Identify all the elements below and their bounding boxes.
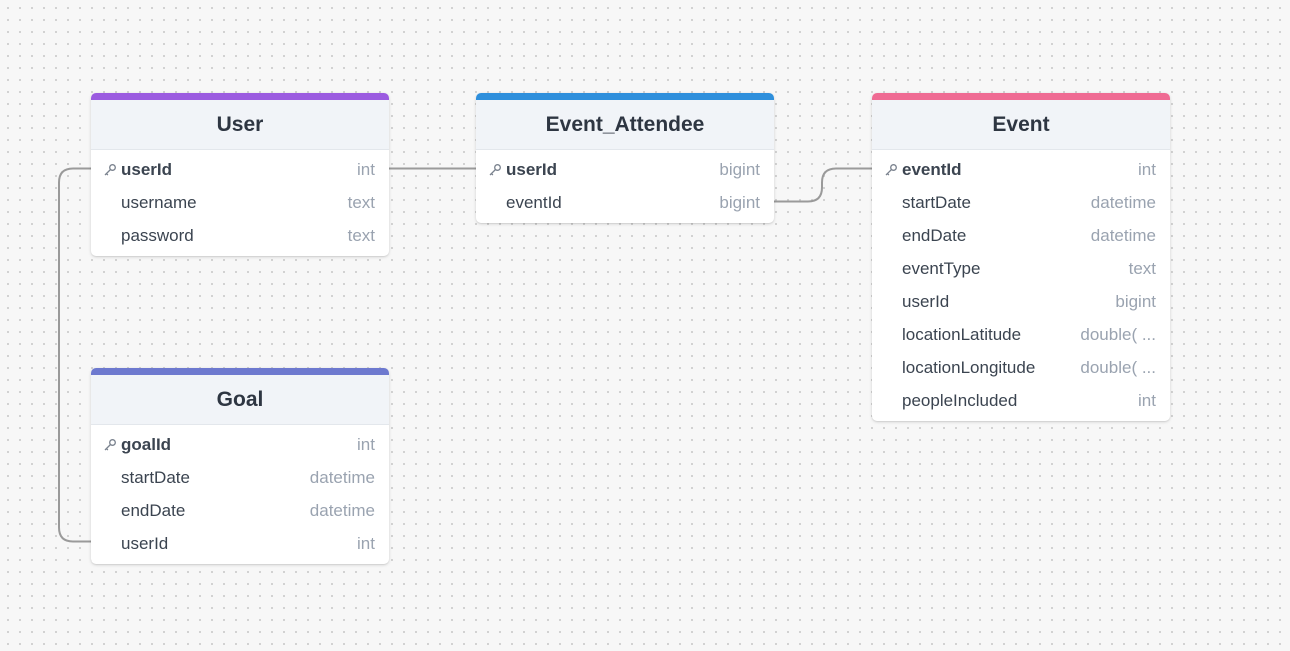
column-type: datetime <box>1090 192 1156 212</box>
column-name: eventType <box>902 258 981 278</box>
table-title: Event_Attendee <box>476 100 774 150</box>
column-name: endDate <box>902 225 967 245</box>
table-user[interactable]: User userId int username text password t… <box>91 93 389 256</box>
column-row[interactable]: endDate datetime <box>91 494 389 527</box>
column-row[interactable]: locationLongitude double( ... <box>872 351 1170 384</box>
key-icon <box>488 162 506 178</box>
table-color-bar <box>476 93 774 100</box>
column-type: text <box>1128 258 1156 278</box>
column-name: eventId <box>506 192 562 212</box>
column-type: datetime <box>309 467 375 487</box>
column-type: int <box>1138 390 1156 410</box>
table-title: User <box>91 100 389 150</box>
table-columns: userId int username text password text <box>91 150 389 256</box>
column-row[interactable]: password text <box>91 219 389 252</box>
column-row[interactable]: userId int <box>91 527 389 560</box>
key-icon <box>103 437 121 453</box>
column-row[interactable]: userId bigint <box>872 285 1170 318</box>
column-type: datetime <box>309 500 375 520</box>
column-name: eventId <box>902 159 962 179</box>
column-row[interactable]: userId bigint <box>476 153 774 186</box>
column-type: double( ... <box>1080 324 1156 344</box>
column-row[interactable]: goalId int <box>91 428 389 461</box>
edge-event-attendee-event[interactable] <box>774 167 872 203</box>
column-name: userId <box>121 159 173 179</box>
column-type: int <box>357 533 375 553</box>
column-name: userId <box>121 533 169 553</box>
table-event-attendee[interactable]: Event_Attendee userId bigint eventId big… <box>476 93 774 223</box>
column-name: username <box>121 192 197 212</box>
column-row[interactable]: username text <box>91 186 389 219</box>
column-row[interactable]: peopleIncluded int <box>872 384 1170 417</box>
column-row[interactable]: locationLatitude double( ... <box>872 318 1170 351</box>
table-title: Goal <box>91 375 389 425</box>
column-name: locationLongitude <box>902 357 1036 377</box>
column-type: int <box>1138 159 1156 179</box>
column-name: goalId <box>121 434 172 454</box>
table-title: Event <box>872 100 1170 150</box>
table-columns: goalId int startDate datetime endDate da… <box>91 425 389 564</box>
key-icon <box>884 162 902 178</box>
table-color-bar <box>91 93 389 100</box>
table-color-bar <box>872 93 1170 100</box>
table-event[interactable]: Event eventId int startDate datetime end… <box>872 93 1170 421</box>
table-columns: userId bigint eventId bigint <box>476 150 774 223</box>
column-name: endDate <box>121 500 186 520</box>
column-row[interactable]: startDate datetime <box>91 461 389 494</box>
table-columns: eventId int startDate datetime endDate d… <box>872 150 1170 421</box>
column-row[interactable]: endDate datetime <box>872 219 1170 252</box>
column-name: password <box>121 225 194 245</box>
column-row[interactable]: eventId bigint <box>476 186 774 219</box>
column-type: bigint <box>719 192 760 212</box>
column-type: int <box>357 159 375 179</box>
column-type: bigint <box>1115 291 1156 311</box>
column-type: double( ... <box>1080 357 1156 377</box>
column-name: userId <box>902 291 950 311</box>
column-row[interactable]: userId int <box>91 153 389 186</box>
column-type: int <box>357 434 375 454</box>
column-name: peopleIncluded <box>902 390 1018 410</box>
column-type: text <box>347 225 375 245</box>
table-goal[interactable]: Goal goalId int startDate datetime endDa… <box>91 368 389 564</box>
column-type: bigint <box>719 159 760 179</box>
column-row[interactable]: eventId int <box>872 153 1170 186</box>
key-icon <box>103 162 121 178</box>
column-name: locationLatitude <box>902 324 1022 344</box>
table-color-bar <box>91 368 389 375</box>
column-type: datetime <box>1090 225 1156 245</box>
column-type: text <box>347 192 375 212</box>
column-name: startDate <box>121 467 190 487</box>
column-row[interactable]: eventType text <box>872 252 1170 285</box>
edge-user-goal[interactable] <box>58 167 91 543</box>
column-name: userId <box>506 159 558 179</box>
column-name: startDate <box>902 192 971 212</box>
column-row[interactable]: startDate datetime <box>872 186 1170 219</box>
